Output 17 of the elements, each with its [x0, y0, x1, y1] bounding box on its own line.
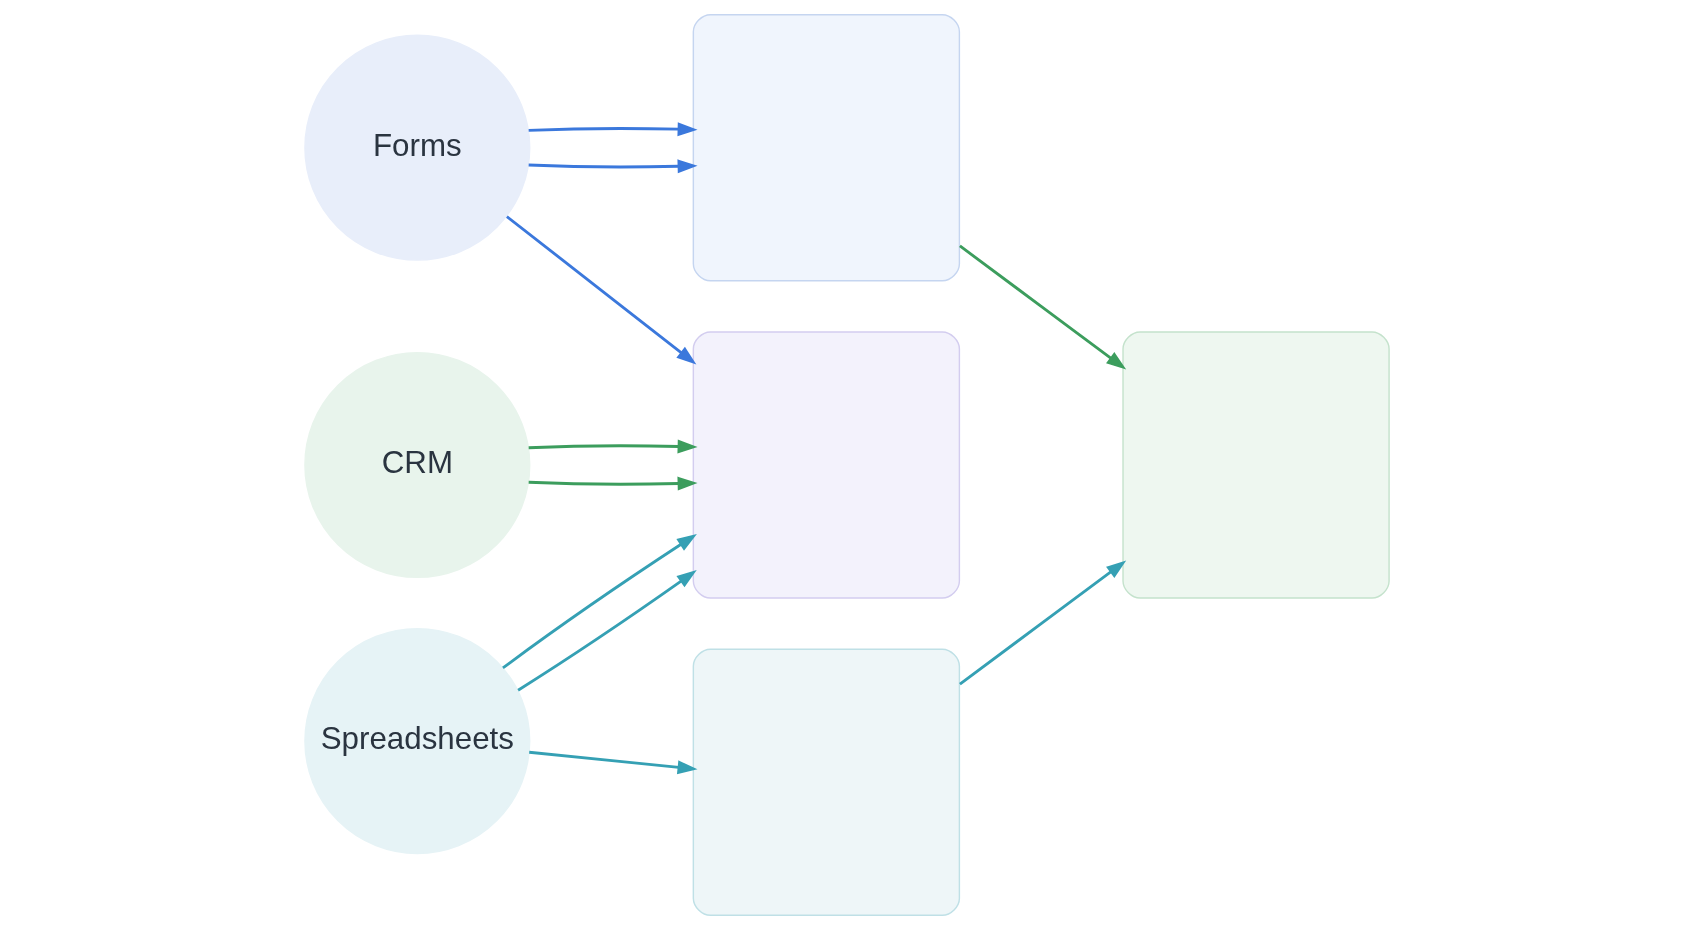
arrow: [958, 559, 1126, 685]
node-box: [692, 330, 960, 599]
arrow: [501, 533, 697, 669]
arrow: [505, 214, 696, 365]
arrow: [528, 476, 698, 491]
arrow: [528, 750, 697, 774]
node-box: [1121, 330, 1390, 599]
arrow: [516, 569, 697, 691]
node-circle: CRM: [303, 351, 530, 578]
node-circle: Forms: [303, 34, 530, 261]
arrow: [958, 244, 1126, 370]
node-box: [692, 648, 960, 916]
node-circle: Spreadsheets: [303, 627, 530, 854]
arrow: [528, 121, 698, 136]
arrow: [528, 438, 698, 453]
node-box: [692, 13, 960, 281]
arrow: [528, 158, 698, 173]
